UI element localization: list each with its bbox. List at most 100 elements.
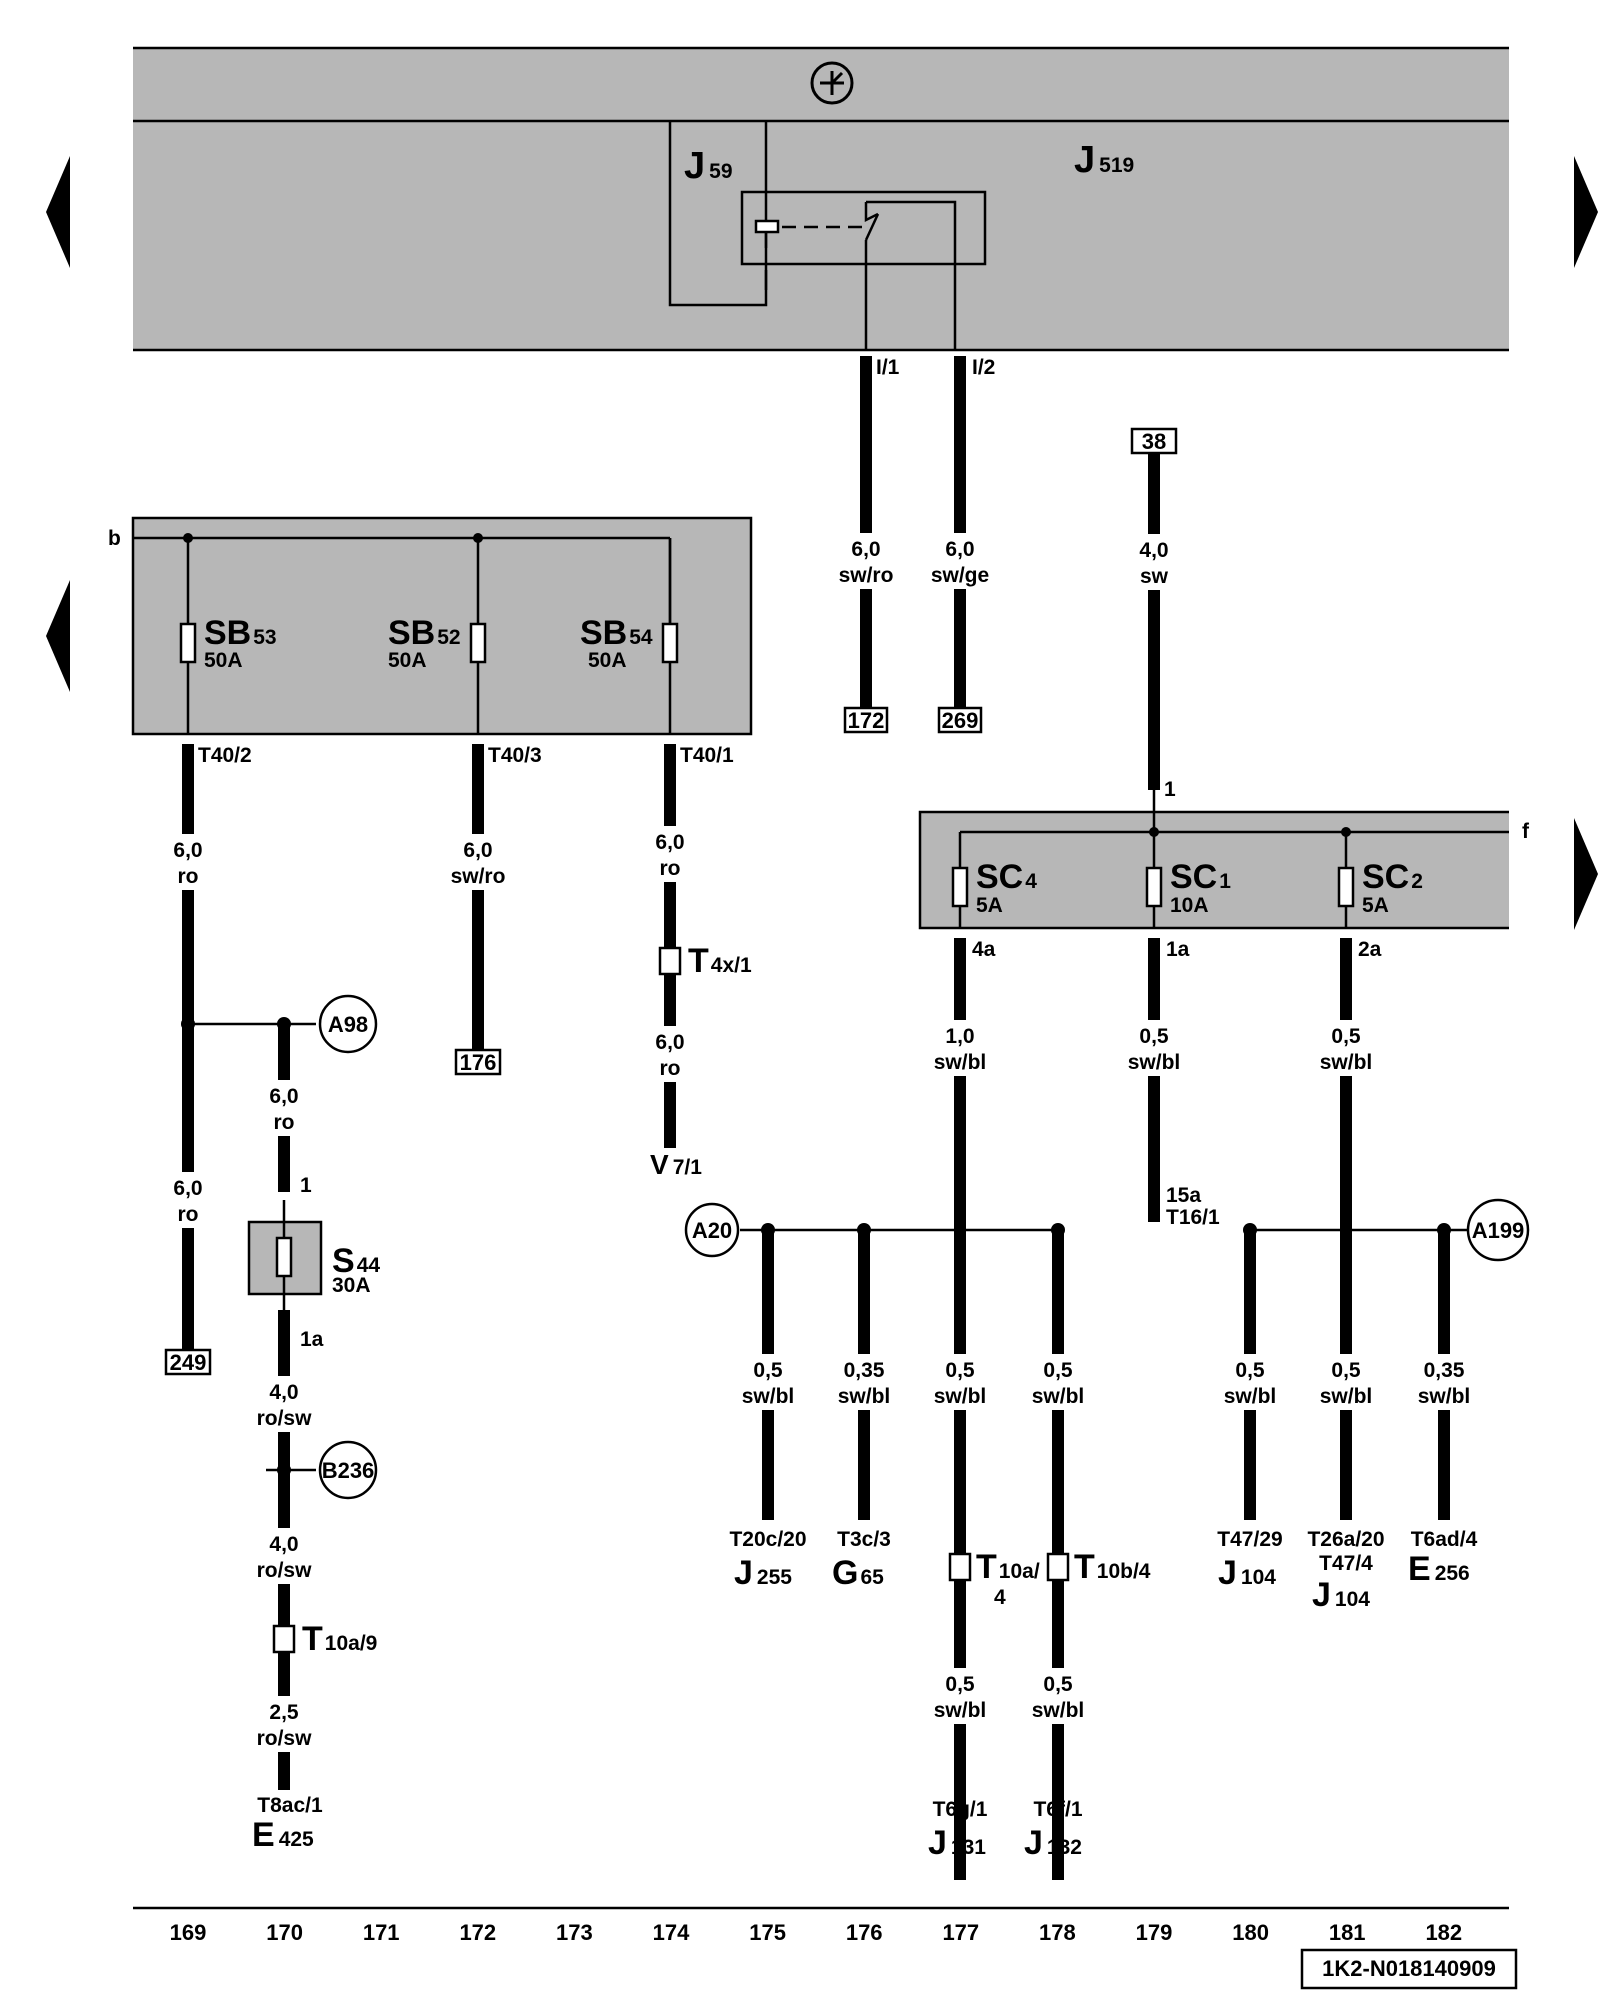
svg-text:sw/bl: sw/bl [1320,1051,1373,1074]
ref-172 [843,706,889,734]
svg-text:4: 4 [994,1586,1006,1609]
column-number: 176 [846,1920,883,1945]
svg-text:B236: B236 [322,1458,375,1483]
svg-text:sw/bl: sw/bl [1224,1385,1277,1408]
t10a4-label: T10a/ [976,1548,1040,1586]
svg-text:6,0: 6,0 [655,1031,684,1054]
column-number: 173 [556,1920,593,1945]
svg-text:ro/sw: ro/sw [257,1727,313,1750]
bus-f-label: f [1522,820,1530,843]
wire-label: sw/ro [839,564,894,587]
prev-page-arrow-icon[interactable] [46,156,70,268]
svg-text:5A: 5A [1362,894,1389,917]
svg-text:sw/bl: sw/bl [742,1385,795,1408]
column-number: 172 [459,1920,496,1945]
column-number: 182 [1425,1920,1462,1945]
next-page-arrow-icon[interactable] [1574,156,1598,268]
svg-text:0,5: 0,5 [945,1673,975,1696]
svg-text:0,5: 0,5 [1043,1359,1073,1382]
svg-text:sw/bl: sw/bl [838,1385,891,1408]
wire-label: 6,0 [945,538,974,561]
svg-text:sw/bl: sw/bl [1418,1385,1471,1408]
connector-t10a9-icon [272,1624,296,1654]
svg-text:T20c/20: T20c/20 [729,1528,806,1551]
doc-id-box [1300,1948,1518,1990]
prev-page-arrow-icon[interactable] [46,580,70,692]
column-number: 174 [653,1920,690,1945]
svg-text:0,35: 0,35 [1424,1359,1465,1382]
svg-text:T6ad/4: T6ad/4 [1411,1528,1478,1551]
svg-text:ro: ro [274,1111,295,1134]
bus-b-label: b [108,527,121,550]
svg-text:15a: 15a [1166,1184,1201,1207]
column-number: 177 [942,1920,979,1945]
node-b236 [318,1440,378,1500]
svg-text:1: 1 [300,1174,312,1197]
column-number: 180 [1232,1920,1269,1945]
svg-text:249: 249 [170,1350,207,1375]
svg-text:172: 172 [848,708,885,733]
sc4-label: SC4 [976,858,1037,896]
svg-text:sw/bl: sw/bl [1032,1385,1085,1408]
svg-text:A98: A98 [328,1012,368,1037]
column-number: 175 [749,1920,786,1945]
svg-text:0,5: 0,5 [1235,1359,1265,1382]
svg-text:1a: 1a [300,1328,324,1351]
ground-symbol-icon [810,61,854,105]
column-number: 179 [1136,1920,1173,1945]
next-page-arrow-icon[interactable] [1574,818,1598,930]
svg-text:2,5: 2,5 [269,1701,299,1724]
column-number: 181 [1329,1920,1366,1945]
svg-text:0,5: 0,5 [753,1359,783,1382]
svg-text:T26a/20: T26a/20 [1307,1528,1384,1551]
svg-text:4,0: 4,0 [1139,539,1168,562]
node-a98 [318,994,378,1054]
svg-text:10A: 10A [1170,894,1209,917]
svg-text:ro: ro [178,865,199,888]
svg-text:0,5: 0,5 [1139,1025,1169,1048]
sb54-rating: 50A [588,649,627,672]
svg-text:ro: ro [660,1057,681,1080]
sb52-label: SB52 [388,614,461,652]
svg-text:38: 38 [1142,429,1166,454]
sc2-label: SC2 [1362,858,1423,896]
column-number: 170 [266,1920,303,1945]
svg-text:0,5: 0,5 [1331,1359,1361,1382]
svg-text:1a: 1a [1166,938,1190,961]
t10a9-label: T10a/9 [302,1620,377,1658]
svg-text:ro/sw: ro/sw [257,1559,313,1582]
pin-t40-1: T40/1 [680,744,734,767]
svg-text:6,0: 6,0 [269,1085,298,1108]
svg-text:sw/bl: sw/bl [934,1385,987,1408]
svg-text:sw/bl: sw/bl [1032,1699,1085,1722]
svg-text:1,0: 1,0 [945,1025,974,1048]
svg-text:0,5: 0,5 [1043,1673,1073,1696]
svg-text:sw/ro: sw/ro [451,865,506,888]
svg-text:6,0: 6,0 [173,839,202,862]
column-number: 171 [363,1920,400,1945]
t4x-label: T4x/1 [688,942,752,980]
svg-text:2a: 2a [1358,938,1382,961]
node-a20 [684,1202,740,1258]
column-number: 169 [170,1920,207,1945]
svg-text:1: 1 [1164,778,1176,801]
svg-text:6,0: 6,0 [463,839,492,862]
sb53-rating: 50A [204,649,243,672]
sb-fuse-panel [131,516,753,736]
svg-text:T3c/3: T3c/3 [837,1528,891,1551]
sb52-rating: 50A [388,649,427,672]
t10b4-label: T10b/4 [1074,1548,1151,1586]
doc-id: 1K2-N018140909 [1322,1956,1496,1981]
svg-text:4,0: 4,0 [269,1381,298,1404]
svg-text:0,5: 0,5 [945,1359,975,1382]
